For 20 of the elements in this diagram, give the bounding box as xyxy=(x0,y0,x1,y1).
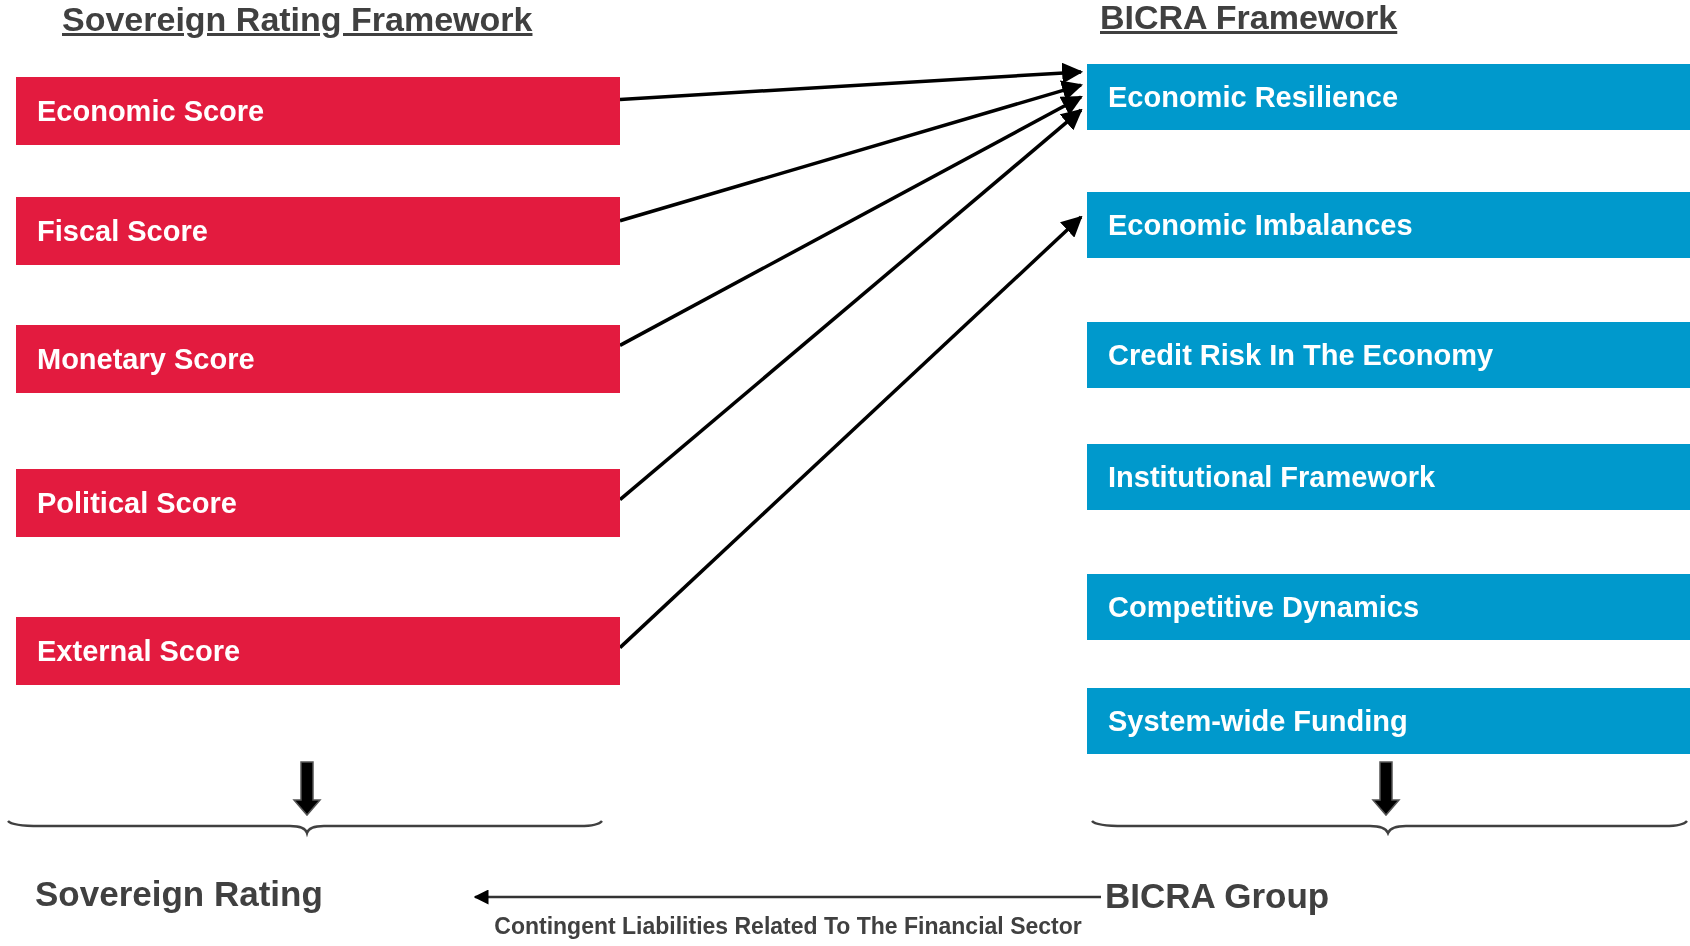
factor-bar: Credit Risk In The Economy xyxy=(1087,322,1690,388)
factor-bar: Competitive Dynamics xyxy=(1087,574,1690,640)
arrow xyxy=(619,95,1083,347)
score-bar: Political Score xyxy=(16,469,620,537)
edge-label: Contingent Liabilities Related To The Financial Sector xyxy=(494,913,1082,940)
factor-bar: Economic Resilience xyxy=(1087,64,1690,130)
arrow xyxy=(619,62,1084,102)
score-bar: External Score xyxy=(16,617,620,685)
factor-bar: Economic Imbalances xyxy=(1087,192,1690,258)
factor-bar: System-wide Funding xyxy=(1087,688,1690,754)
result-text: Sovereign Rating xyxy=(35,874,323,914)
score-bar: Monetary Score xyxy=(16,325,620,393)
arrow xyxy=(473,889,1101,905)
score-bar: Economic Score xyxy=(16,77,620,145)
column-heading: Sovereign Rating Framework xyxy=(62,0,533,39)
arrow xyxy=(619,80,1083,223)
column-heading: BICRA Framework xyxy=(1100,0,1398,37)
score-bar: Fiscal Score xyxy=(16,197,620,265)
factor-bar: Institutional Framework xyxy=(1087,444,1690,510)
result-text: BICRA Group xyxy=(1105,876,1330,916)
